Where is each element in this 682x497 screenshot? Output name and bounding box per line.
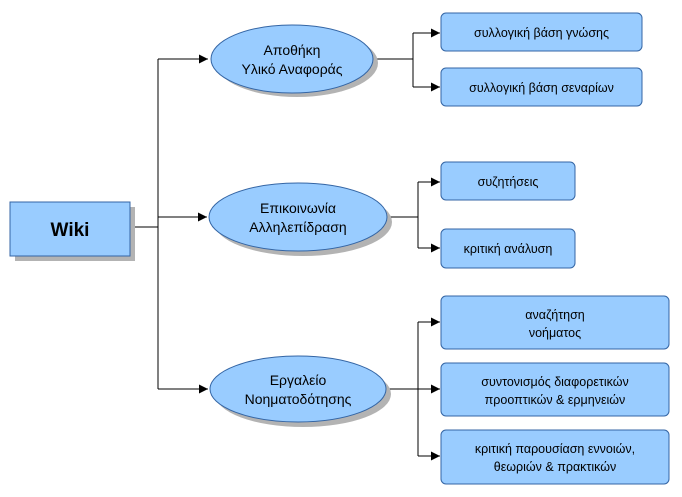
category-1-line-1: Αποθήκη xyxy=(264,42,321,58)
leaf-1-box xyxy=(440,12,643,52)
category-node-2: Επικοινωνία Αλληλεπίδραση xyxy=(208,182,392,256)
leaf-3-line-1: συζητήσεις xyxy=(478,175,539,189)
leaf-node-7: κριτική παρουσίαση εννοιών, θεωριών & πρ… xyxy=(440,429,670,485)
root-connectors xyxy=(130,54,208,394)
category-3-line-1: Εργαλείο xyxy=(270,372,327,388)
leaf-node-6: συντονισμός διαφορετικών προοπτικών & ερ… xyxy=(440,362,670,417)
leaf-node-2: συλλογική βάση σεναρίων xyxy=(440,67,643,107)
leaf-5-line-2: νοήματος xyxy=(529,326,581,340)
root-node-label: Wiki xyxy=(51,220,90,241)
leaf-4-line-1: κριτική ανάλυση xyxy=(464,242,553,256)
leaf-6-line-2: προοπτικών & ερμηνειών xyxy=(485,393,626,407)
category-2-line-2: Αλληλεπίδραση xyxy=(249,219,346,235)
leaf-5-box xyxy=(440,295,670,350)
leaf-7-line-1: κριτική παρουσίαση εννοιών, xyxy=(475,442,635,456)
leaf-2-box xyxy=(440,67,643,107)
category-3-ellipse xyxy=(209,355,387,423)
category-3-line-2: Νοηματοδότησης xyxy=(245,391,352,407)
leaf-2-line-1: συλλογική βάση σεναρίων xyxy=(469,81,614,95)
category-2-ellipse xyxy=(208,182,388,252)
leaf-1-line-1: συλλογική βάση γνώσης xyxy=(474,26,609,40)
category-1-ellipse xyxy=(210,24,374,94)
leaf-node-5: αναζήτηση νοήματος xyxy=(440,295,670,350)
root-node-box xyxy=(9,201,131,257)
leaf-6-line-1: συντονισμός διαφορετικών xyxy=(481,375,628,389)
leaf-7-line-2: θεωριών & πρακτικών xyxy=(494,460,617,474)
category-2-line-1: Επικοινωνία xyxy=(260,200,336,216)
category-connectors xyxy=(375,28,440,461)
leaf-4-box xyxy=(440,228,576,269)
leaf-6-box xyxy=(440,362,670,417)
leaf-node-3: συζητήσεις xyxy=(440,161,576,201)
root-node: Wiki xyxy=(9,201,135,261)
leaf-7-box xyxy=(440,429,670,485)
category-node-3: Εργαλείο Νοηματοδότησης xyxy=(209,355,391,427)
leaf-3-box xyxy=(440,161,576,201)
category-1-line-2: Υλικό Αναφοράς xyxy=(241,61,342,77)
leaf-5-line-1: αναζήτηση xyxy=(525,308,585,322)
category-node-1: Αποθήκη Υλικό Αναφοράς xyxy=(210,24,378,97)
leaf-node-4: κριτική ανάλυση xyxy=(440,228,576,269)
leaf-node-1: συλλογική βάση γνώσης xyxy=(440,12,643,52)
